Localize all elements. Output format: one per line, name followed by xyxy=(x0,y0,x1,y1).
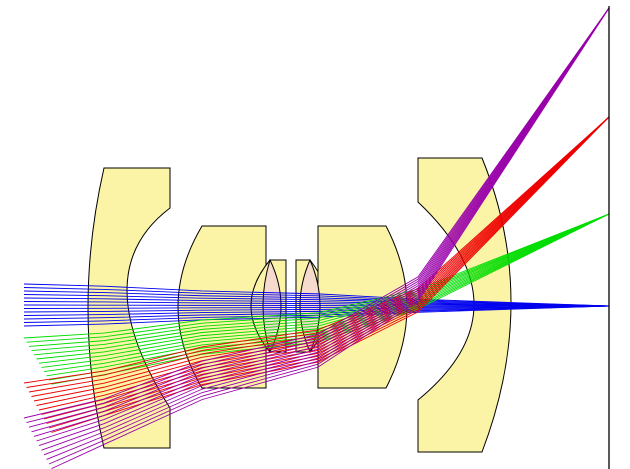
ray-blue-fan-10 xyxy=(23,305,610,320)
ray-purple-fan-0 xyxy=(23,7,610,419)
ray-green-fan-3 xyxy=(31,213,610,352)
ray-purple-fan-5 xyxy=(36,7,610,442)
ray-green-fan-0 xyxy=(23,213,610,339)
ray-green-fan-8 xyxy=(43,213,610,373)
ray-purple-fan-3 xyxy=(31,7,610,433)
ray-red-fan-2 xyxy=(28,116,610,393)
ray-purple-fan-2 xyxy=(28,7,610,428)
ray-purple-fan-11 xyxy=(51,7,610,469)
ray-blue-fan-8 xyxy=(23,305,610,313)
ray-red-fan-1 xyxy=(26,116,610,388)
ray-blue-fan-0 xyxy=(23,283,610,307)
ray-blue-fan-7 xyxy=(23,305,610,309)
ray-blue-fan-9 xyxy=(23,305,610,316)
ray-fans xyxy=(23,7,610,469)
ray-green-fan-7 xyxy=(41,213,610,368)
ray-blue-fan-2 xyxy=(23,290,610,307)
ray-blue-fan-4 xyxy=(23,297,610,307)
ray-purple-fan-1 xyxy=(26,7,610,424)
ray-blue-fan-5 xyxy=(23,301,610,307)
ray-blue-fan-1 xyxy=(23,287,610,307)
ray-green-fan-6 xyxy=(38,213,610,364)
ray-blue-fan-6 xyxy=(23,304,610,307)
ray-green-fan-9 xyxy=(46,213,610,377)
ray-purple-fan-10 xyxy=(48,7,610,465)
ray-green-fan-5 xyxy=(36,213,610,360)
ray-red-fan-0 xyxy=(23,116,610,384)
ray-green-fan-4 xyxy=(33,213,610,356)
purple-fan xyxy=(23,7,610,469)
ray-purple-fan-4 xyxy=(33,7,610,437)
ray-purple-fan-9 xyxy=(46,7,610,460)
ray-purple-fan-8 xyxy=(43,7,610,456)
blue-fan xyxy=(23,283,610,327)
ray-purple-fan-6 xyxy=(38,7,610,447)
ray-blue-fan-12 xyxy=(23,305,610,327)
ray-blue-fan-3 xyxy=(23,294,610,307)
ray-purple-fan-7 xyxy=(41,7,610,451)
